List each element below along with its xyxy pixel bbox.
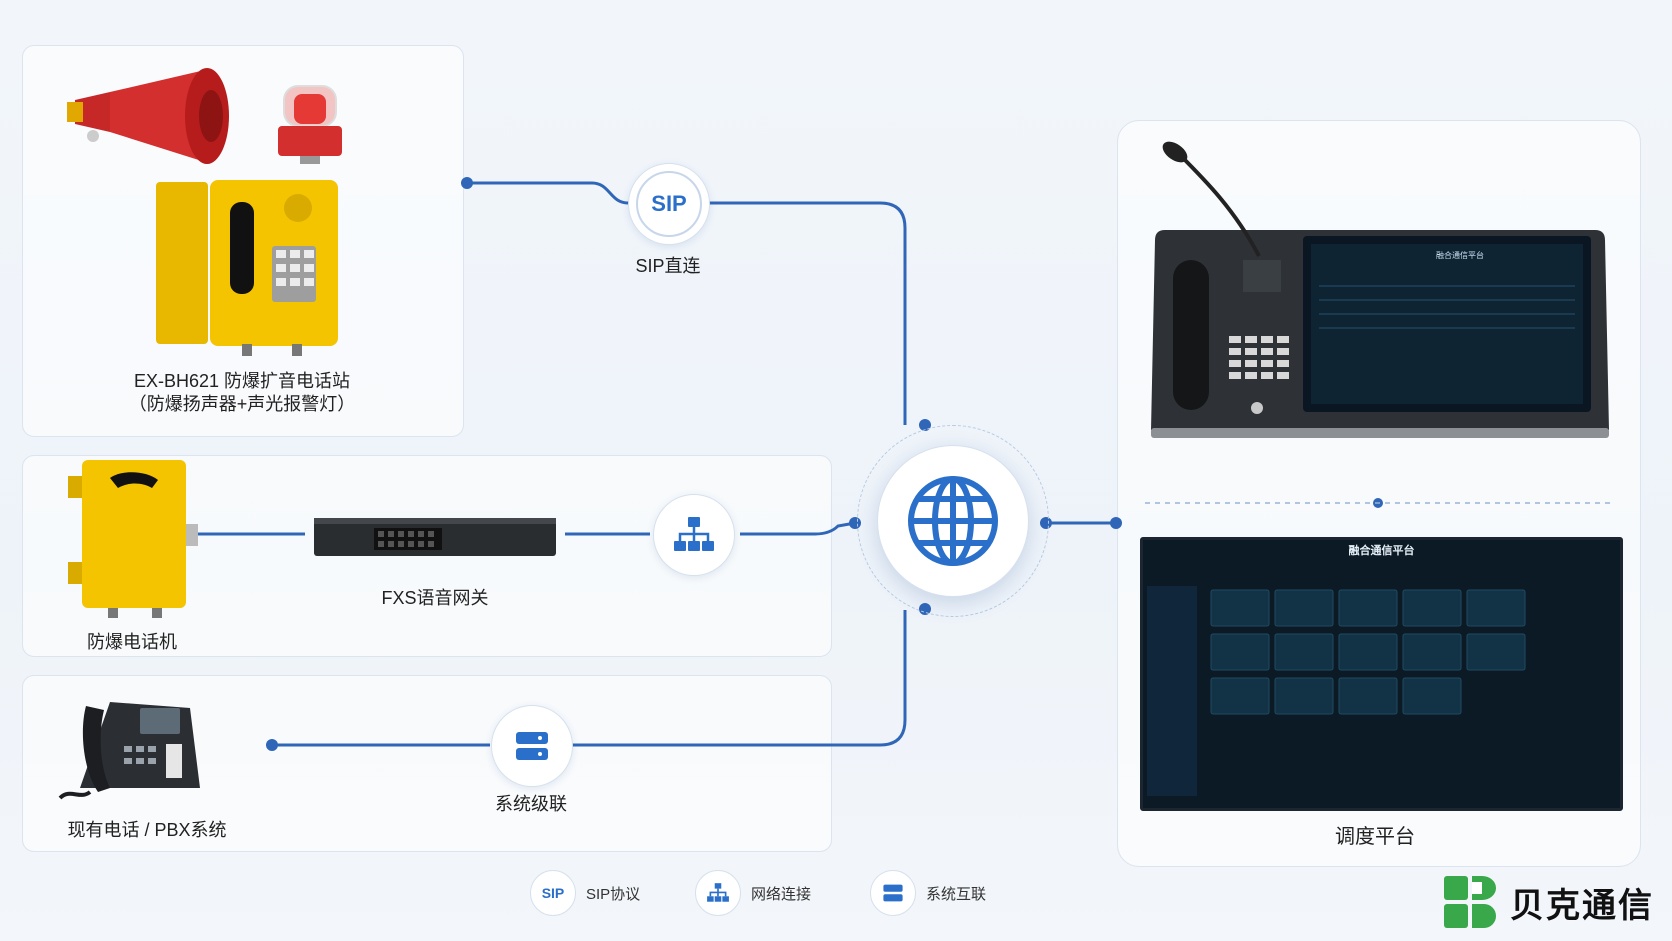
legend-sip: SIP SIP协议 <box>530 870 640 916</box>
explosion-phone-label: 防爆电话机 <box>87 632 177 652</box>
ex-phone-station-image <box>156 180 338 356</box>
cascade-connector-node <box>491 705 573 787</box>
legend-system-label: 系统互联 <box>926 885 987 903</box>
pbx-phone-image <box>58 702 200 800</box>
desktop-screen-title: 融合通信平台 <box>1348 545 1415 557</box>
console-screen-title: 融合通信平台 <box>1436 251 1484 260</box>
dispatch-tiles <box>1210 589 1526 715</box>
sip-icon: SIP <box>651 191 687 216</box>
brand-logo: 贝克通信 <box>1442 874 1654 930</box>
legend-system: 系统互联 <box>870 870 986 916</box>
brand-mark-icon <box>1444 876 1496 928</box>
globe-icon <box>908 476 998 566</box>
legend-network-icon <box>707 883 729 902</box>
network-connector-node <box>653 494 735 576</box>
fxs-gateway-image <box>314 518 556 556</box>
network-hub <box>877 445 1029 597</box>
cascade-connector-label: 系统级联 <box>495 794 567 814</box>
dispatch-console-image <box>1151 141 1609 438</box>
legend-server-icon <box>883 884 903 902</box>
network-tree-icon <box>674 517 714 551</box>
alarm-light-image <box>278 85 342 164</box>
dispatch-label: 调度平台 <box>1335 826 1415 848</box>
sip-connector-node: SIP <box>628 163 710 245</box>
sip-connector-label: SIP直连 <box>635 256 701 276</box>
fxs-gateway-label: FXS语音网关 <box>381 588 489 608</box>
dispatch-screen: 融合通信平台 <box>1140 537 1623 811</box>
network-hub-ring <box>857 425 1049 617</box>
exbh621-title: EX-BH621 防爆扩音电话站 <box>133 371 351 391</box>
horn-speaker-image <box>67 68 229 164</box>
legend-network-label: 网络连接 <box>751 885 812 903</box>
brand-name: 贝克通信 <box>1510 886 1654 925</box>
server-icon <box>516 732 548 760</box>
legend-network: 网络连接 <box>695 870 811 916</box>
legend-sip-label: SIP协议 <box>586 885 641 903</box>
legend-sip-icon: SIP <box>541 885 565 901</box>
exbh621-subtitle: （防爆扬声器+声光报警灯） <box>128 394 356 414</box>
explosion-phone-image <box>68 460 198 618</box>
pbx-label: 现有电话 / PBX系统 <box>67 820 227 840</box>
